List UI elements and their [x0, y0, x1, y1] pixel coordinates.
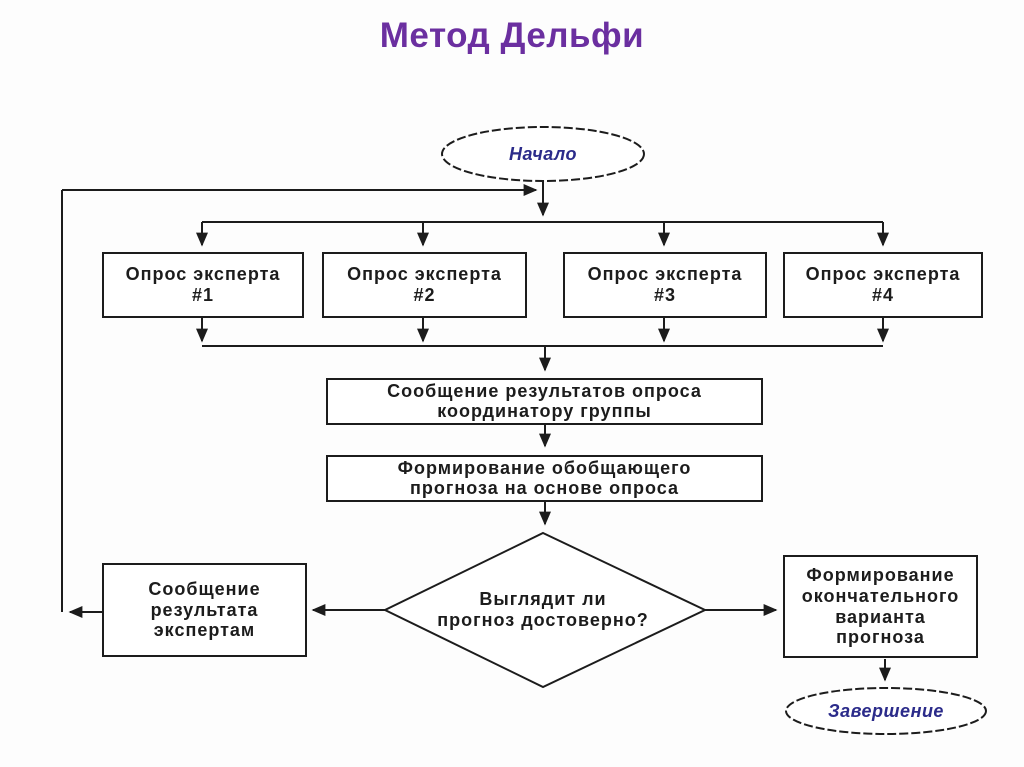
final-forecast-box: Формирование окончательного варианта про… — [783, 555, 978, 658]
report-results-box: Сообщение результатов опроса координатор… — [326, 378, 763, 425]
expert-survey-2-label: Опрос эксперта #2 — [347, 264, 502, 305]
expert-survey-1-label: Опрос эксперта #1 — [125, 264, 281, 305]
end-terminal: Завершение — [786, 689, 986, 733]
end-terminal-label: Завершение — [828, 700, 944, 721]
report-to-experts-box: Сообщение результата экспертам — [102, 563, 307, 657]
summary-forecast-label: Формирование обобщающего прогноза на осн… — [397, 457, 692, 498]
summary-forecast-box: Формирование обобщающего прогноза на осн… — [326, 455, 763, 502]
expert-survey-3-box: Опрос эксперта #3 — [563, 252, 767, 318]
end-terminal-shape — [785, 687, 987, 735]
decision-label: Выглядит ли прогноз достоверно? — [437, 589, 649, 630]
expert-survey-4-label: Опрос эксперта #4 — [805, 264, 961, 305]
final-forecast-label: Формирование окончательного варианта про… — [801, 564, 960, 648]
report-to-experts-label: Сообщение результата экспертам — [148, 578, 261, 641]
page-title: Метод Дельфи — [379, 16, 645, 55]
expert-survey-4-box: Опрос эксперта #4 — [783, 252, 983, 318]
decision-diamond-shape — [382, 531, 708, 689]
decision-node: Выглядит ли прогноз достоверно? — [413, 572, 673, 648]
report-results-label: Сообщение результатов опроса координатор… — [387, 380, 702, 421]
expert-survey-1-box: Опрос эксперта #1 — [102, 252, 304, 318]
expert-survey-2-box: Опрос эксперта #2 — [322, 252, 527, 318]
start-terminal: Начало — [443, 128, 643, 180]
expert-survey-3-label: Опрос эксперта #3 — [587, 264, 743, 305]
start-terminal-label: Начало — [508, 143, 577, 164]
